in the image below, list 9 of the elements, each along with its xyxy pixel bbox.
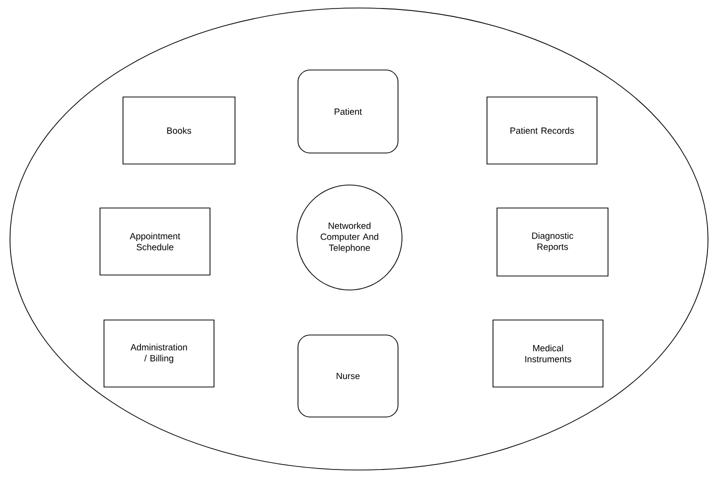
rectangle-box: Books	[122, 96, 236, 164]
rounded-box: Nurse	[298, 334, 398, 418]
rectangle-box: Patient Records	[486, 96, 598, 164]
rectangle-box: Medical Instruments	[492, 320, 604, 388]
boundary-ellipse	[10, 8, 708, 470]
rectangle-box: Appointment Schedule	[100, 208, 210, 276]
rounded-box: Patient	[298, 70, 398, 154]
rectangle-box: Diagnostic Reports	[496, 208, 608, 276]
rectangle-box: Administration / Billing	[104, 320, 214, 388]
